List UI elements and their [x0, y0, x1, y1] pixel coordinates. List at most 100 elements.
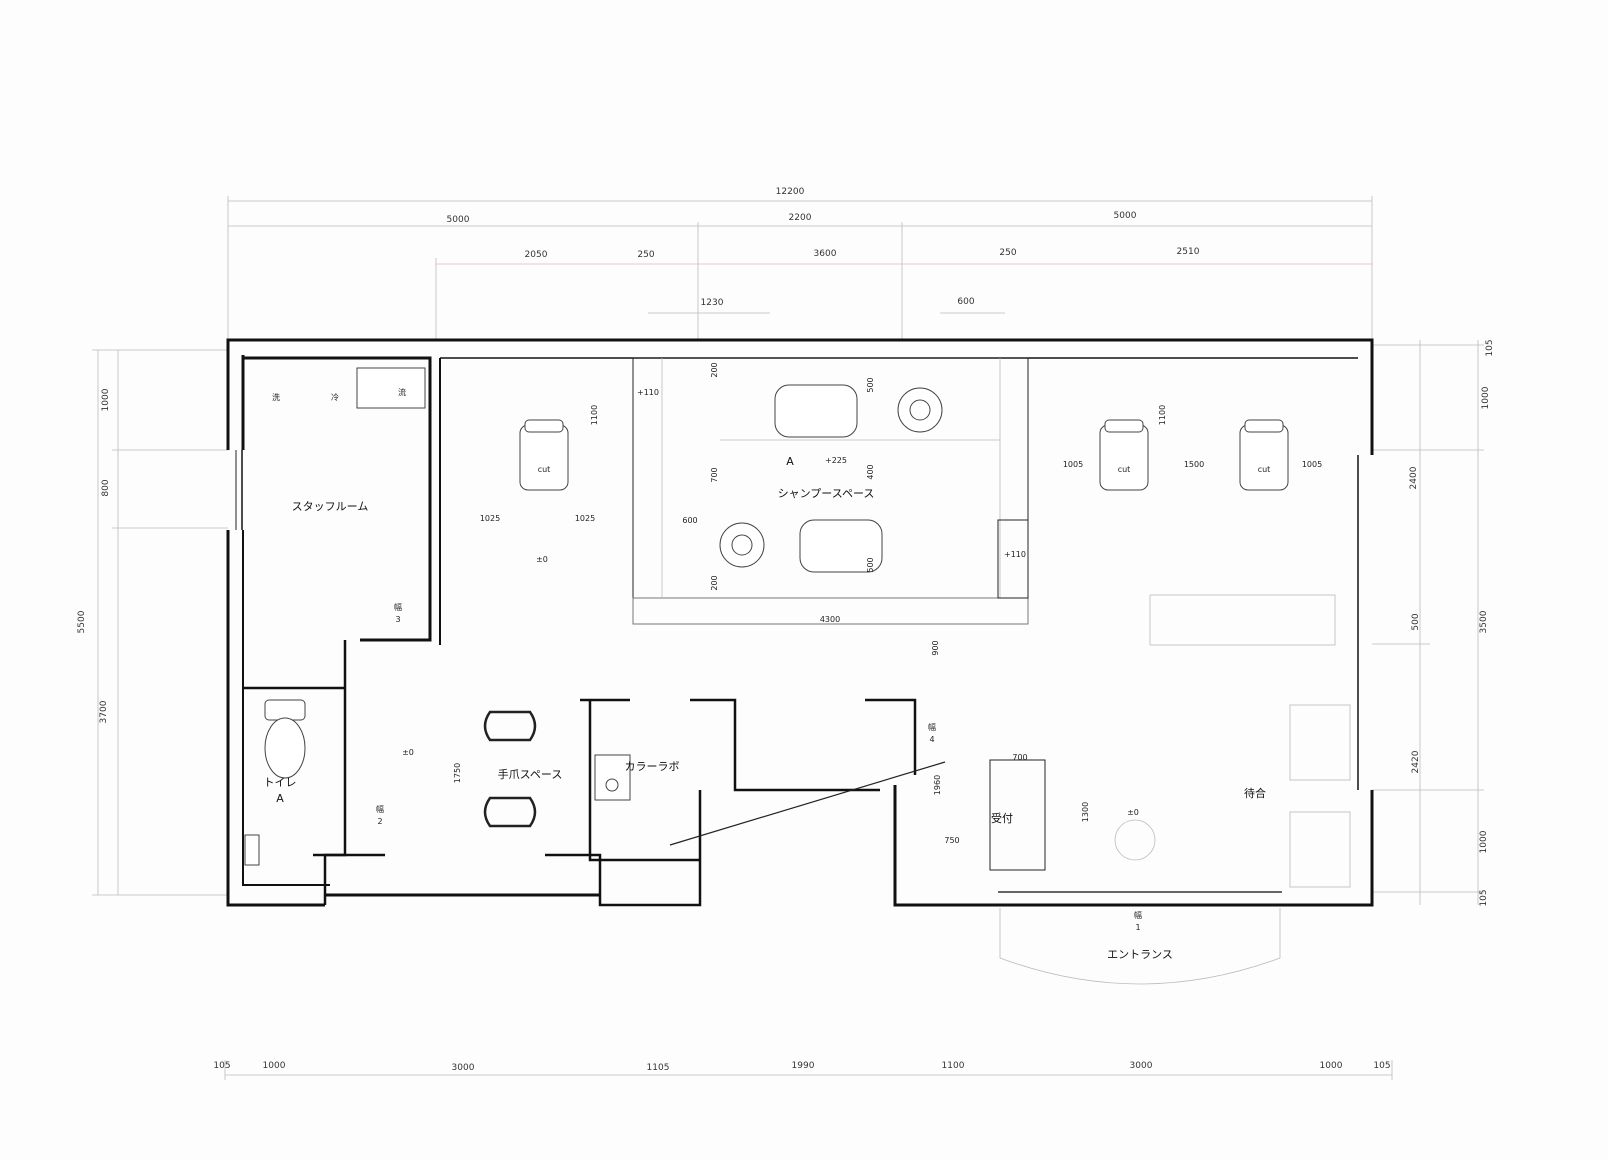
dim-bottom-e: 1990 [792, 1061, 815, 1071]
shampoo-space-label: シャンプースペース [778, 487, 875, 500]
door-1-label: 幅 [1134, 910, 1142, 920]
dim-top-row3-a: 1230 [701, 298, 724, 308]
dim-left-total: 5500 [77, 610, 87, 633]
cut-label-1: cut [538, 465, 551, 474]
dim-1025-b: 1025 [575, 514, 595, 523]
level-0-a: ±0 [536, 555, 548, 564]
dim-bottom-c: 3000 [452, 1063, 475, 1073]
staff-room-walls [241, 355, 432, 886]
dim-right-e: 2420 [1411, 750, 1421, 773]
dim-700-a: 700 [710, 467, 719, 482]
dim-left-b: 800 [101, 479, 111, 496]
dim-right-inner: 500 [1411, 613, 1421, 630]
cut-label-2: cut [1118, 465, 1131, 474]
dim-bottom-a: 105 [213, 1061, 230, 1071]
dim-bottom-d: 1105 [647, 1063, 670, 1073]
dim-left-a: 1000 [101, 388, 111, 411]
dim-top-row3-b: 600 [957, 297, 974, 307]
shampoo-level: +225 [825, 456, 847, 465]
dim-1005-a: 1005 [1063, 460, 1083, 469]
dim-1100-a: 1100 [590, 405, 599, 425]
dim-200-a: 200 [710, 362, 719, 377]
dim-1750: 1750 [453, 763, 462, 783]
level-plus110-a: +110 [637, 388, 659, 397]
left-dimension-lines [92, 349, 228, 896]
dim-right-d: 3500 [1479, 610, 1489, 633]
dim-top-row2-b: 250 [637, 250, 654, 260]
shampoo-tag: A [786, 455, 794, 468]
bottom-dimension-lines [224, 1060, 1393, 1080]
nail-chairs [483, 710, 537, 828]
wash-label: 洗 [272, 392, 280, 402]
door-3-num: 3 [395, 615, 400, 624]
level-0-b: ±0 [402, 748, 414, 757]
door-2-num: 2 [377, 817, 382, 826]
dim-750: 750 [944, 836, 959, 845]
door-4-label: 幅 [928, 722, 936, 732]
right-dimension-lines [1372, 340, 1484, 905]
dim-right-f: 1000 [1479, 830, 1489, 853]
sink-label: 流 [398, 387, 406, 397]
cut-station-1: cut [519, 419, 569, 491]
toilet-fixture [244, 699, 306, 866]
dim-left-c: 3700 [99, 700, 109, 723]
dim-1300: 1300 [1081, 802, 1090, 822]
dim-1960: 1960 [933, 775, 942, 795]
reception-label: 受付 [991, 812, 1013, 825]
door-4-num: 4 [929, 735, 934, 744]
dim-top-row2-d: 250 [999, 248, 1016, 258]
cut-station-2: cut [1099, 419, 1149, 491]
dim-right-b: 1000 [1481, 386, 1491, 409]
cool-label: 冷 [331, 392, 339, 402]
level-plus110-b: +110 [1004, 550, 1026, 559]
dim-1100-b: 1100 [1158, 405, 1167, 425]
dim-1005-b: 1005 [1302, 460, 1322, 469]
dim-top-row1-c: 5000 [1114, 211, 1137, 221]
entrance-label: エントランス [1107, 948, 1173, 961]
door-2-label: 幅 [376, 804, 384, 814]
dim-bottom-i: 105 [1373, 1061, 1390, 1071]
color-lab-sink [594, 754, 631, 801]
dim-900: 900 [931, 640, 940, 655]
cut-area-walls [439, 357, 1358, 645]
dim-1025-a: 1025 [480, 514, 500, 523]
waiting-label: 待合 [1244, 786, 1266, 800]
dim-bottom-f: 1100 [942, 1061, 965, 1071]
level-0-c: ±0 [1127, 808, 1139, 817]
dim-top-total: 12200 [776, 187, 805, 197]
cut-station-3: cut [1239, 419, 1289, 491]
dim-right-c: 2400 [1409, 466, 1419, 489]
dim-4300: 4300 [820, 615, 840, 624]
entrance-area [998, 891, 1282, 985]
dim-bottom-b: 1000 [263, 1061, 286, 1071]
toilet-tag: A [276, 792, 284, 805]
dim-600: 600 [682, 516, 697, 525]
dim-1500: 1500 [1184, 460, 1204, 469]
cut-label-3: cut [1258, 465, 1271, 474]
top-dimension-lines [227, 196, 1373, 340]
nail-space-label: 手爪スペース [498, 767, 563, 781]
dim-top-row2-a: 2050 [525, 250, 548, 260]
dim-bottom-h: 1000 [1320, 1061, 1343, 1071]
lower-walls [243, 640, 946, 907]
reception-waiting [989, 594, 1351, 888]
dim-top-row1-a: 5000 [447, 215, 470, 225]
dim-right-a: 105 [1485, 339, 1495, 356]
dim-top-row1-b: 2200 [789, 213, 812, 223]
dim-700-b: 700 [1012, 753, 1027, 762]
dim-right-g: 105 [1479, 889, 1489, 906]
color-lab-label: カラーラボ [625, 760, 680, 773]
door-3-label: 幅 [394, 602, 402, 612]
dim-top-row2-c: 3600 [814, 249, 837, 259]
exterior-walls [226, 338, 1374, 907]
dim-bottom-g: 3000 [1130, 1061, 1153, 1071]
sink-fixture [356, 367, 426, 409]
staff-room-label: スタッフルーム [292, 500, 369, 513]
shampoo-stations [719, 384, 943, 573]
door-1-num: 1 [1135, 923, 1140, 932]
dim-200-b: 200 [710, 575, 719, 590]
dim-400: 400 [866, 464, 875, 479]
dim-500-a: 500 [866, 377, 875, 392]
toilet-label: トイレ [264, 776, 297, 789]
